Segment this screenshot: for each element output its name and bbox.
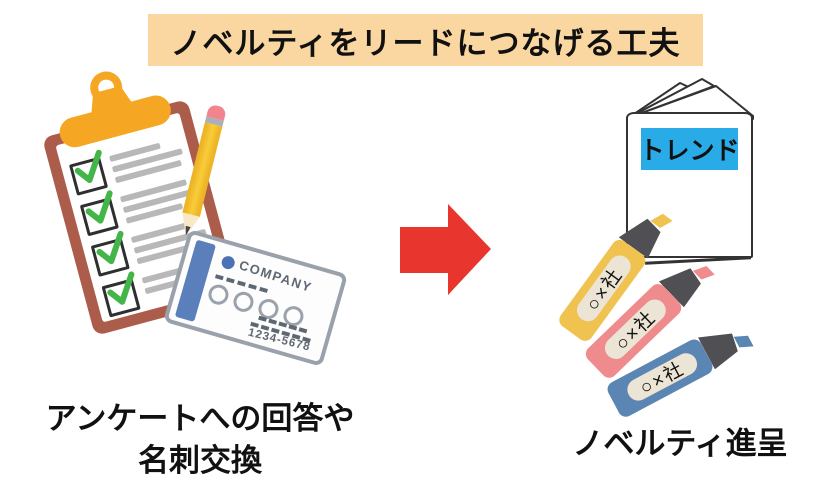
arrow-head [448,204,491,295]
checkmark-icon [96,230,124,265]
checklist-row [79,175,201,237]
title-text: ノベルティをリードにつなげる工夫 [170,25,681,61]
card-logo-dot [220,254,237,271]
pen-nib [733,335,754,348]
checkmark-icon [85,190,113,224]
pen-label-text: ○×社 [637,358,690,400]
pen-label-text: ○×社 [612,306,662,355]
left-caption: アンケートへの回答や 名刺交換 [18,398,382,482]
checkbox-checked [79,190,119,237]
left-caption-line2: 名刺交換 [138,443,262,478]
checklist-row [68,136,186,196]
checkbox-checked [90,230,130,277]
checkbox-checked [68,149,109,196]
checklist-row [90,216,210,277]
checklist-paper [55,112,227,323]
text-lines [109,136,186,184]
pen-label: ○×社 [623,349,701,405]
checkmark-icon [74,149,102,184]
booklet-title-text: トレンド [639,137,740,165]
checkbox-checked [101,271,141,318]
title-banner: ノベルティをリードにつなげる工夫 [148,14,703,66]
right-caption: ノベルティ進呈 [572,426,788,461]
pen-label-text: ○×社 [582,264,628,315]
checkmark-icon [107,271,135,305]
clipboard-illustration [42,67,240,336]
left-caption-line1: アンケートへの回答や [45,401,355,436]
business-card-illustration: COMPANY 1234-5678 [162,229,349,367]
checklist-row [101,257,219,318]
card-company-label: COMPANY [237,257,315,296]
booklet-title-label: トレンド [639,128,740,170]
arrow-right-icon [400,204,491,295]
arrow-shaft [400,227,448,273]
